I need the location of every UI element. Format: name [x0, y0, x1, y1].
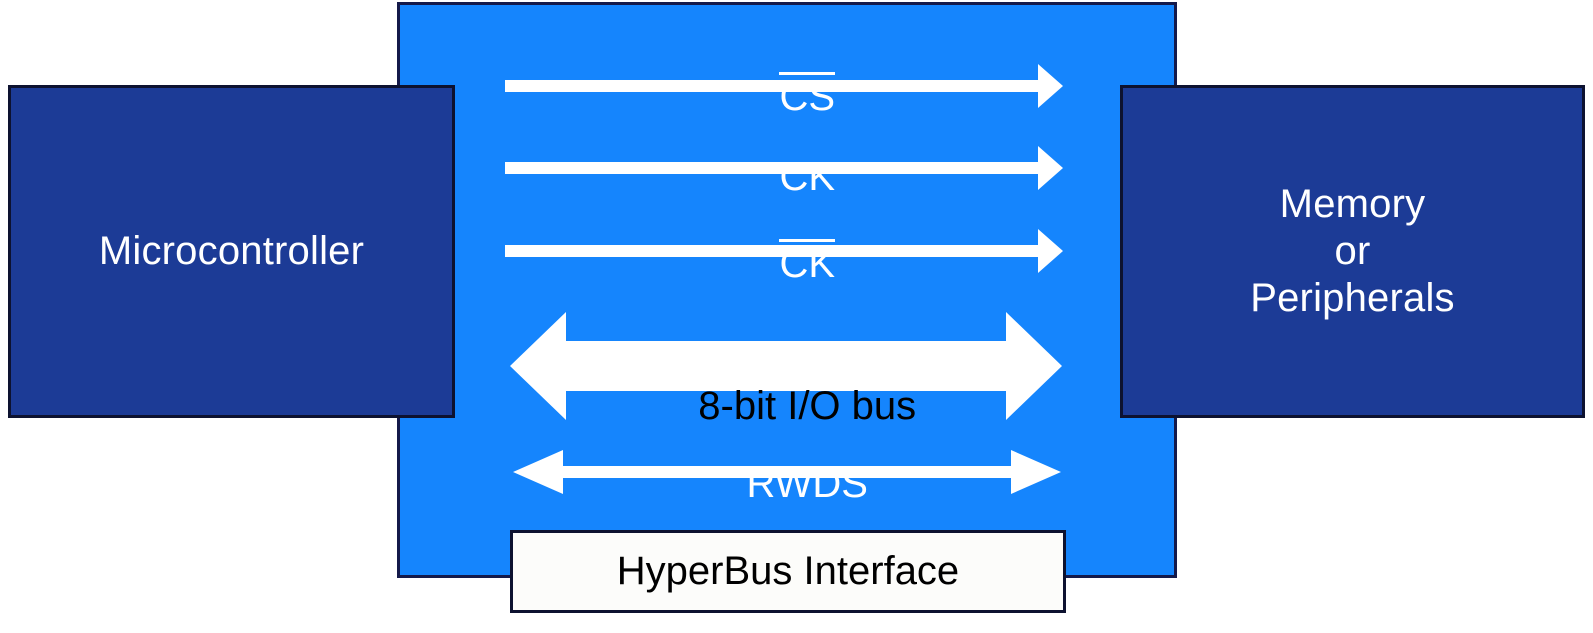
signal-label-rwds-text: RWDS: [746, 462, 868, 506]
endpoint-memory-or-peripherals: Memory or Peripherals: [1120, 85, 1585, 418]
endpoint-line: Memory: [1279, 182, 1426, 227]
signal-label-rwds: RWDS: [507, 424, 1063, 544]
signal-label-ck: CK: [507, 117, 1063, 237]
endpoint-line: Microcontroller: [98, 229, 365, 274]
signal-label-io-bus: 8-bit I/O bus: [507, 346, 1063, 466]
hyperbus-interface-caption-text: HyperBus Interface: [616, 549, 960, 593]
signal-label-cs: CS: [507, 32, 1063, 157]
endpoint-line: Peripherals: [1250, 275, 1455, 320]
signal-label-ck-bar-text: CK: [779, 239, 836, 284]
signal-label-io-bus-text: 8-bit I/O bus: [698, 384, 917, 428]
signal-label-cs-text: CS: [779, 72, 836, 117]
hyperbus-interface-caption-box: HyperBus Interface: [510, 530, 1066, 613]
endpoint-microcontroller-label: Microcontroller: [99, 228, 364, 275]
endpoint-memory-or-peripherals-label: Memory or Peripherals: [1250, 181, 1455, 321]
endpoint-line: or: [1334, 229, 1371, 274]
endpoint-microcontroller: Microcontroller: [8, 85, 455, 418]
signal-label-ck-bar: CK: [507, 199, 1063, 324]
signal-label-ck-text: CK: [779, 155, 836, 199]
